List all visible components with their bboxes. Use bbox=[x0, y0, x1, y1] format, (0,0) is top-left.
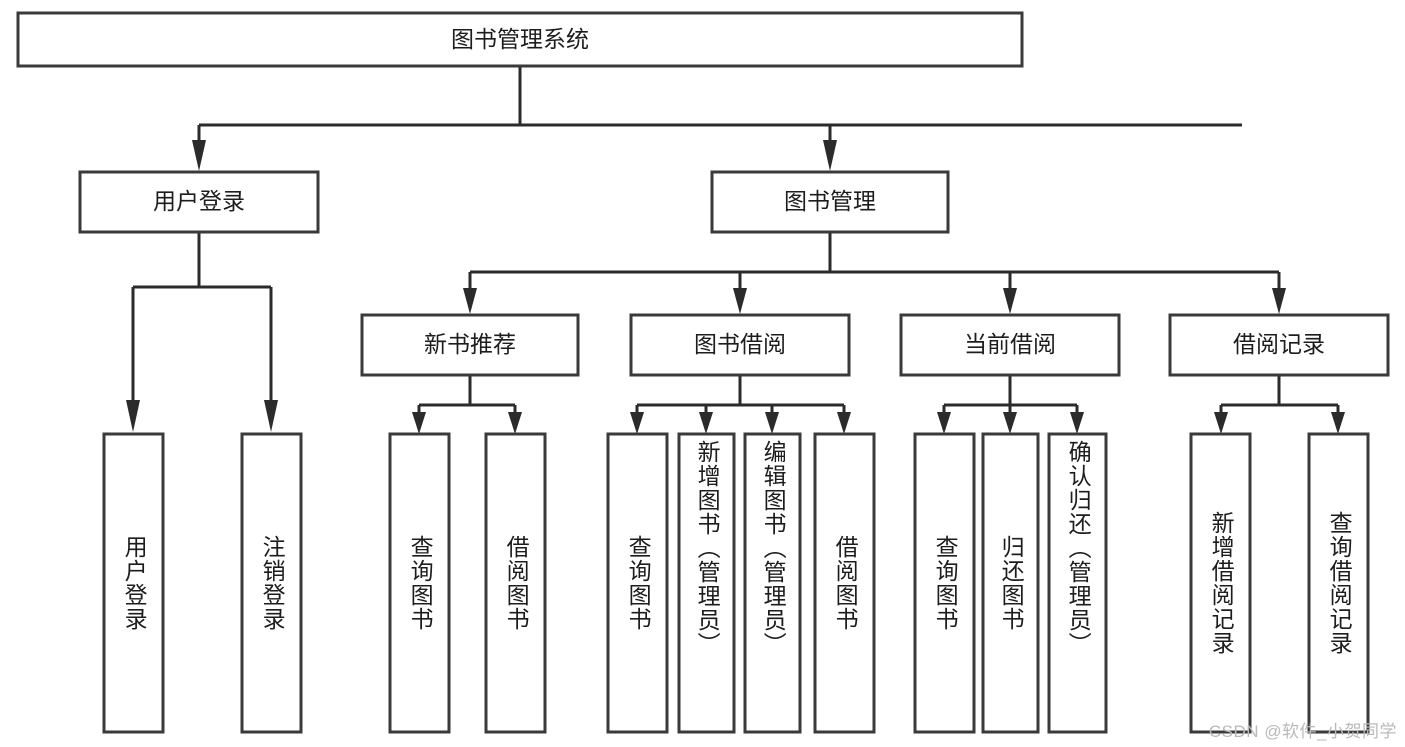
node-current-borrow-box[interactable] bbox=[899, 313, 1121, 377]
connector-lendrecord-to-leaves bbox=[1214, 375, 1345, 434]
leaf-box-2[interactable] bbox=[388, 432, 451, 734]
leaf-boxes bbox=[102, 432, 1370, 734]
node-new-book-recommend-label: 新书推荐 bbox=[424, 331, 516, 357]
leaf-box-9[interactable] bbox=[981, 432, 1040, 734]
node-root-box[interactable] bbox=[16, 11, 1024, 68]
leaf-box-8[interactable] bbox=[913, 432, 976, 734]
node-book-borrow[interactable]: 图书借阅 bbox=[629, 313, 851, 377]
node-borrow-record-box[interactable] bbox=[1168, 313, 1390, 377]
leaf-box-3[interactable] bbox=[484, 432, 547, 734]
node-user-login-box[interactable] bbox=[78, 170, 320, 234]
node-book-management-box[interactable] bbox=[710, 170, 950, 234]
leaf-box-4[interactable] bbox=[606, 432, 669, 734]
leaf-box-10[interactable] bbox=[1047, 432, 1108, 734]
node-borrow-record[interactable]: 借阅记录 bbox=[1168, 313, 1390, 377]
leaf-box-12[interactable] bbox=[1307, 432, 1370, 734]
node-book-management-label: 图书管理 bbox=[784, 188, 876, 214]
connector-newbook-to-leaves bbox=[412, 375, 522, 434]
node-user-login-label: 用户登录 bbox=[153, 188, 245, 214]
connector-userlogin-to-leaves bbox=[126, 232, 278, 432]
node-new-book-recommend[interactable]: 新书推荐 bbox=[360, 313, 580, 377]
connector-bookmgmt-to-level3 bbox=[463, 232, 1286, 314]
node-root[interactable]: 图书管理系统 bbox=[16, 11, 1024, 68]
node-book-management[interactable]: 图书管理 bbox=[710, 170, 950, 234]
node-book-borrow-box[interactable] bbox=[629, 313, 851, 377]
leaf-box-6[interactable] bbox=[743, 432, 802, 734]
node-book-borrow-label: 图书借阅 bbox=[694, 331, 786, 357]
node-current-borrow-label: 当前借阅 bbox=[964, 331, 1056, 357]
node-new-book-recommend-box[interactable] bbox=[360, 313, 580, 377]
node-root-label: 图书管理系统 bbox=[451, 26, 589, 52]
node-borrow-record-label: 借阅记录 bbox=[1233, 331, 1325, 357]
leaf-box-7[interactable] bbox=[813, 432, 876, 734]
leaf-box-0[interactable] bbox=[102, 432, 165, 734]
leaf-box-11[interactable] bbox=[1189, 432, 1252, 734]
connector-booklend-to-leaves bbox=[630, 375, 851, 434]
node-current-borrow[interactable]: 当前借阅 bbox=[899, 313, 1121, 377]
connector-currentlend-to-leaves bbox=[937, 375, 1084, 434]
leaf-box-1[interactable] bbox=[240, 432, 303, 734]
csdn-watermark: CSDN @软件_小贺同学 bbox=[1208, 722, 1397, 741]
leaf-box-5[interactable] bbox=[677, 432, 736, 734]
node-user-login[interactable]: 用户登录 bbox=[78, 170, 320, 234]
connector-root-to-level2 bbox=[192, 66, 1242, 171]
